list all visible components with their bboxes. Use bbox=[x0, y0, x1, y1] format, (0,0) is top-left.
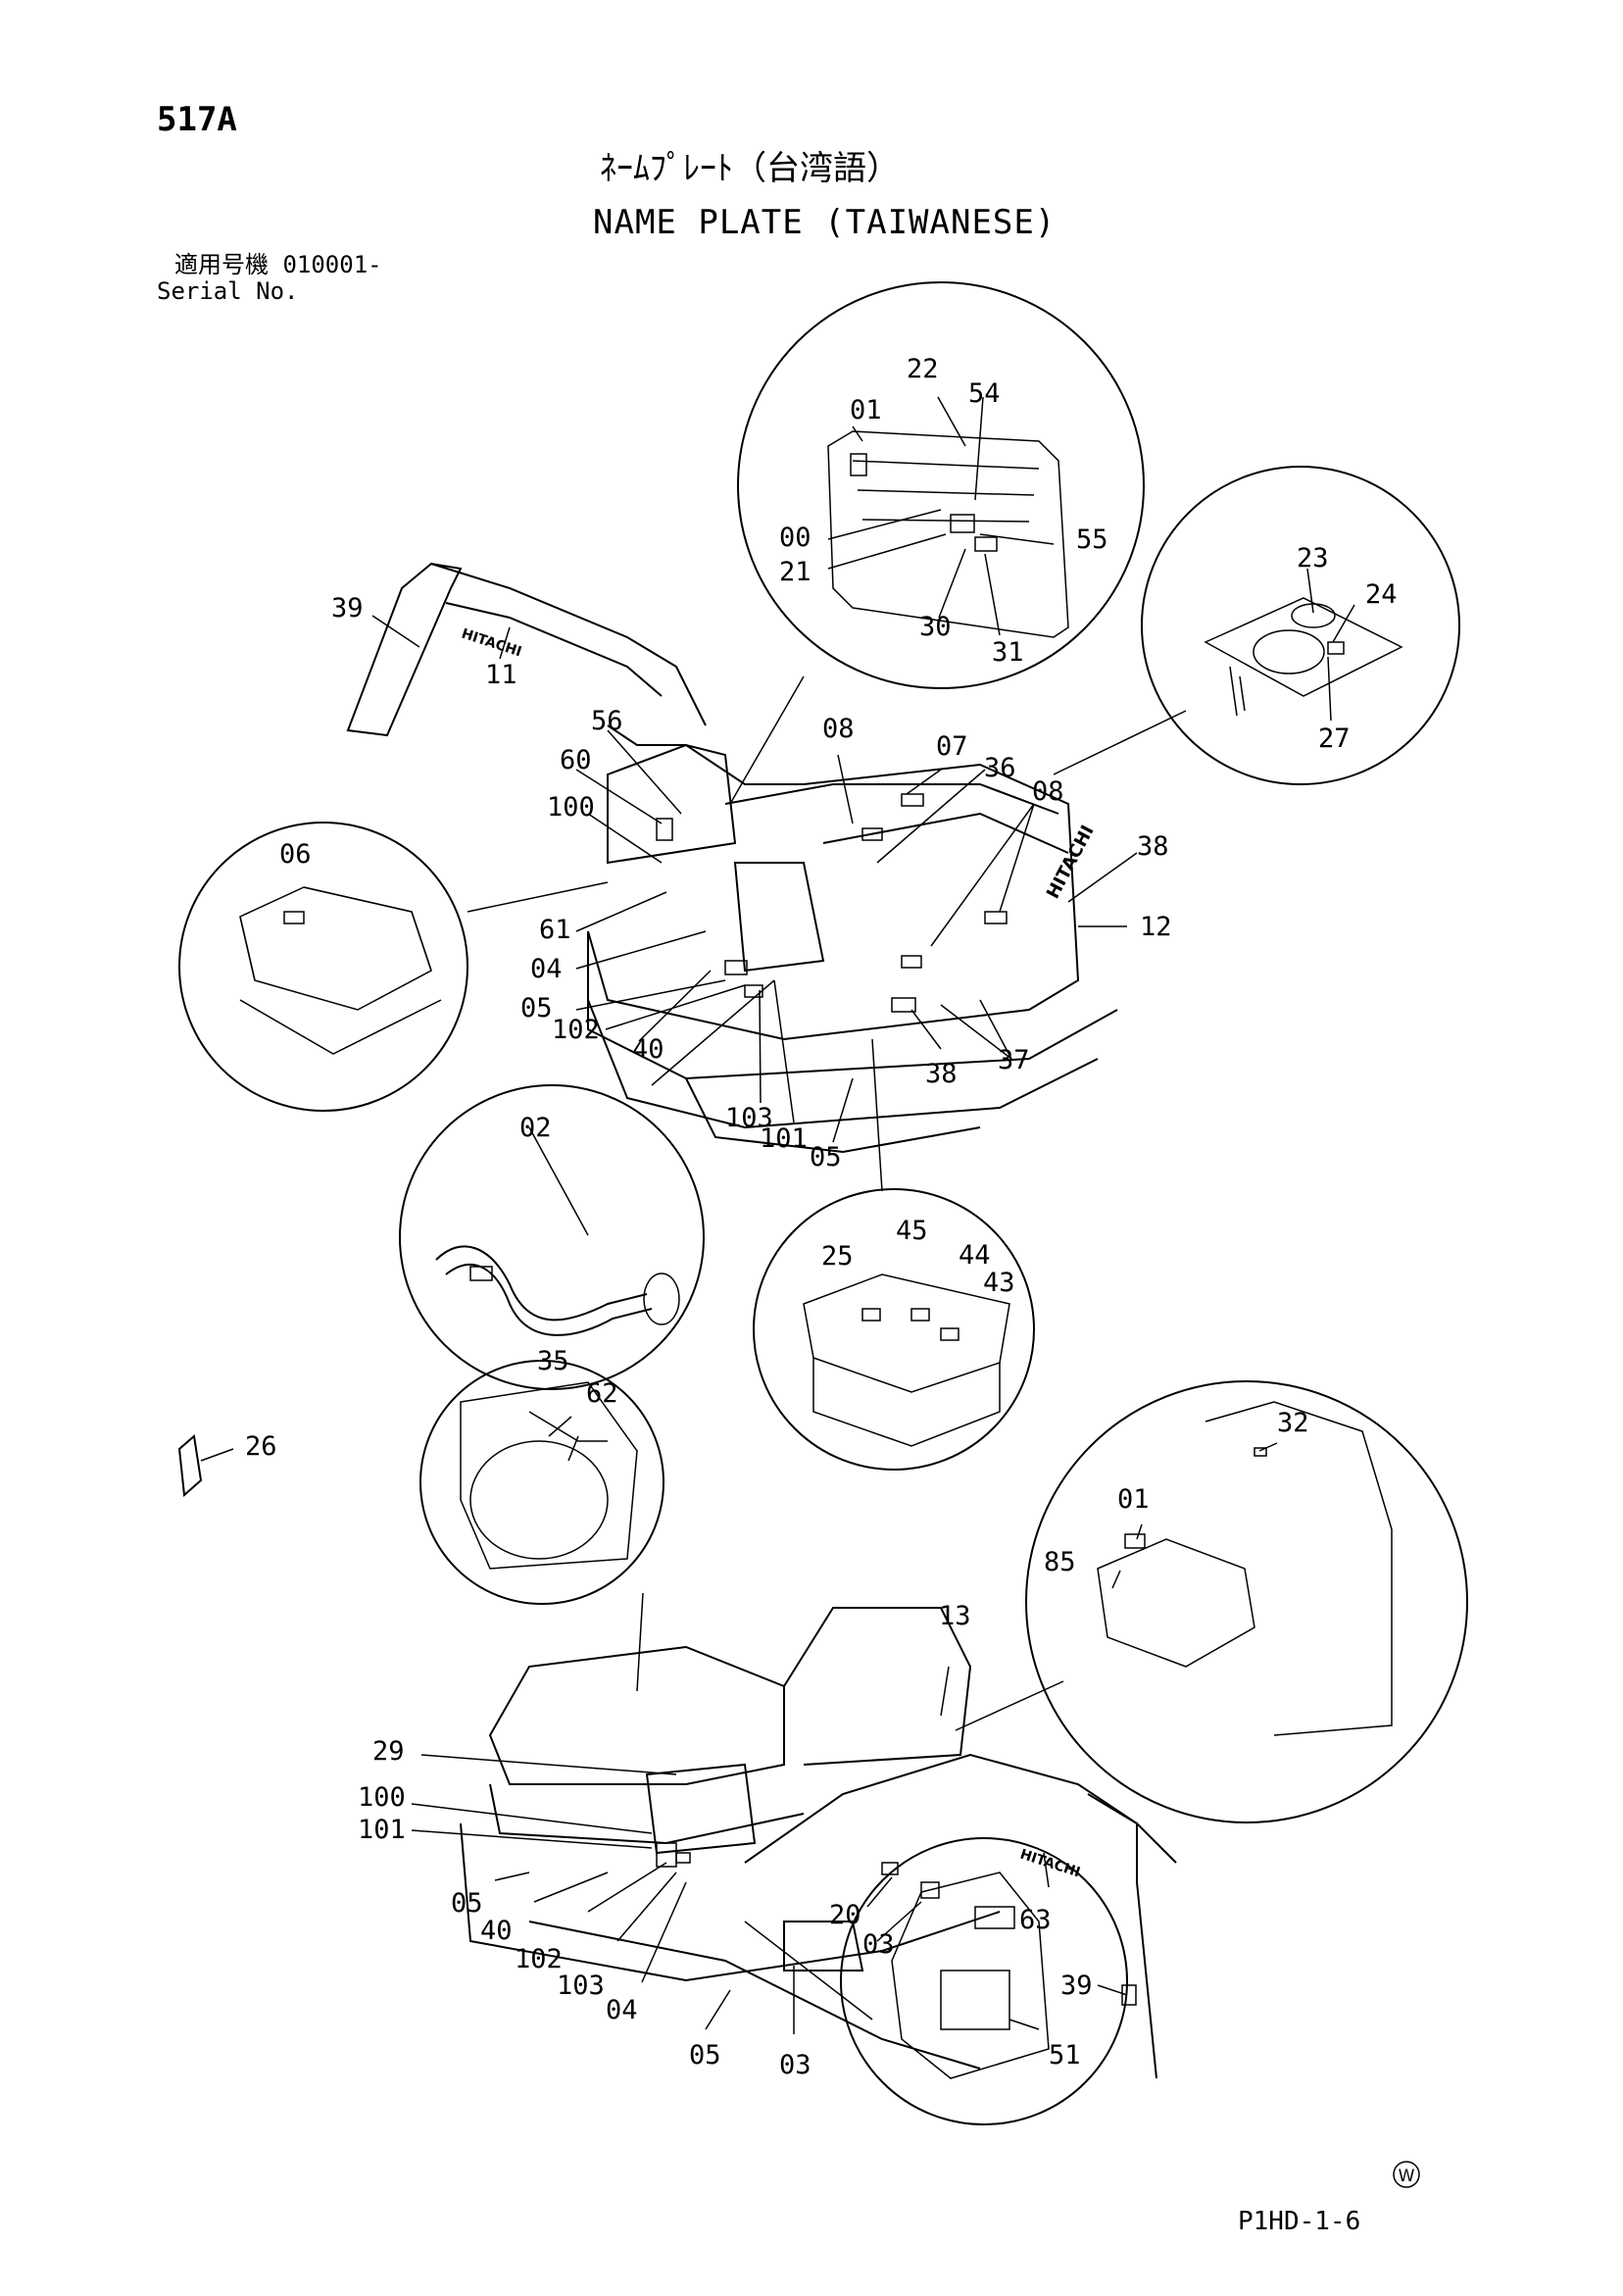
callout-05: 05 bbox=[520, 993, 553, 1023]
callout-38: 38 bbox=[925, 1059, 958, 1089]
callout-44: 44 bbox=[959, 1240, 991, 1271]
leader-lines bbox=[201, 397, 1354, 2034]
callout-02: 02 bbox=[519, 1113, 552, 1143]
callout-12: 12 bbox=[1140, 912, 1172, 942]
callout-03: 03 bbox=[862, 1929, 895, 1960]
callout-03: 03 bbox=[779, 2050, 812, 2080]
callout-08: 08 bbox=[1032, 776, 1064, 807]
watermark-letter: W bbox=[1399, 2167, 1415, 2186]
callout-04: 04 bbox=[530, 954, 563, 984]
callout-13: 13 bbox=[939, 1601, 971, 1631]
callout-38: 38 bbox=[1137, 831, 1169, 862]
callout-103: 103 bbox=[725, 1103, 773, 1133]
tag-icon bbox=[179, 1436, 201, 1495]
detail-circle-hose bbox=[400, 1085, 704, 1389]
callout-00: 00 bbox=[779, 523, 812, 553]
callout-25: 25 bbox=[821, 1241, 854, 1272]
callout-101: 101 bbox=[760, 1123, 808, 1154]
callout-61: 61 bbox=[539, 915, 571, 945]
callout-08: 08 bbox=[822, 714, 855, 744]
callout-102: 102 bbox=[552, 1015, 600, 1045]
callout-37: 37 bbox=[998, 1045, 1030, 1075]
callout-31: 31 bbox=[992, 637, 1024, 668]
brand-decal-boom-lower: HITACHI bbox=[1018, 1847, 1082, 1881]
callout-40: 40 bbox=[632, 1034, 664, 1065]
callout-45: 45 bbox=[896, 1216, 928, 1246]
callout-29: 29 bbox=[372, 1736, 405, 1767]
callout-63: 63 bbox=[1019, 1905, 1052, 1935]
callout-100: 100 bbox=[358, 1782, 406, 1813]
detail-circle-fuel-cap bbox=[1142, 467, 1459, 784]
callout-103: 103 bbox=[557, 1971, 605, 2001]
callout-30: 30 bbox=[919, 612, 952, 642]
excavator-rear-view bbox=[461, 1608, 1176, 2078]
detail-circle-controller-box bbox=[179, 823, 467, 1111]
callout-06: 06 bbox=[279, 839, 312, 870]
callout-35: 35 bbox=[537, 1346, 569, 1376]
callout-22: 22 bbox=[907, 354, 939, 384]
callout-32: 32 bbox=[1277, 1408, 1309, 1438]
callout-55: 55 bbox=[1076, 524, 1108, 555]
callout-20: 20 bbox=[829, 1900, 861, 1930]
callout-60: 60 bbox=[560, 745, 592, 775]
watermark-circle bbox=[1394, 2162, 1419, 2187]
callout-39: 39 bbox=[1060, 1971, 1093, 2001]
callout-56: 56 bbox=[591, 706, 623, 736]
detail-circle-console bbox=[841, 1838, 1127, 2124]
callout-05: 05 bbox=[810, 1142, 842, 1173]
callout-07: 07 bbox=[936, 731, 968, 762]
callout-23: 23 bbox=[1297, 543, 1329, 574]
serial-number-en: Serial No. bbox=[157, 277, 299, 305]
callout-21: 21 bbox=[779, 557, 812, 587]
callout-62: 62 bbox=[586, 1378, 618, 1409]
callout-43: 43 bbox=[983, 1268, 1015, 1298]
footer-code: P1HD-1-6 bbox=[1238, 2207, 1361, 2236]
callout-24: 24 bbox=[1365, 579, 1398, 610]
page-code: 517A bbox=[157, 100, 237, 139]
callout-05: 05 bbox=[689, 2040, 721, 2071]
callout-102: 102 bbox=[515, 1944, 563, 1974]
excavator-side-view bbox=[348, 564, 1117, 1152]
callout-27: 27 bbox=[1318, 724, 1351, 754]
detail-circle-battery bbox=[754, 1189, 1034, 1470]
callout-11: 11 bbox=[485, 660, 517, 690]
detail-circle-radiator bbox=[420, 1361, 664, 1604]
callout-01: 01 bbox=[850, 395, 882, 425]
callout-39: 39 bbox=[331, 593, 364, 624]
callout-26: 26 bbox=[245, 1431, 277, 1462]
callout-100: 100 bbox=[547, 792, 595, 823]
callout-04: 04 bbox=[606, 1995, 638, 2025]
title-japanese: ﾈｰﾑﾌﾟﾚｰﾄ（台湾語） bbox=[600, 149, 900, 188]
callout-05: 05 bbox=[451, 1888, 483, 1919]
serial-number-jp: 適用号機 010001- bbox=[174, 251, 382, 278]
callout-40: 40 bbox=[480, 1916, 513, 1946]
detail-circle-cab-interior bbox=[738, 282, 1144, 688]
detail-circle-cab-seat bbox=[1026, 1381, 1467, 1822]
callout-101: 101 bbox=[358, 1815, 406, 1845]
brand-decal-boom-upper: HITACHI bbox=[460, 626, 523, 661]
callout-01: 01 bbox=[1117, 1484, 1150, 1515]
callout-36: 36 bbox=[984, 753, 1016, 783]
callout-51: 51 bbox=[1049, 2040, 1081, 2071]
callout-54: 54 bbox=[968, 378, 1001, 409]
callout-85: 85 bbox=[1044, 1547, 1076, 1577]
title-english: NAME PLATE (TAIWANESE) bbox=[593, 203, 1057, 242]
